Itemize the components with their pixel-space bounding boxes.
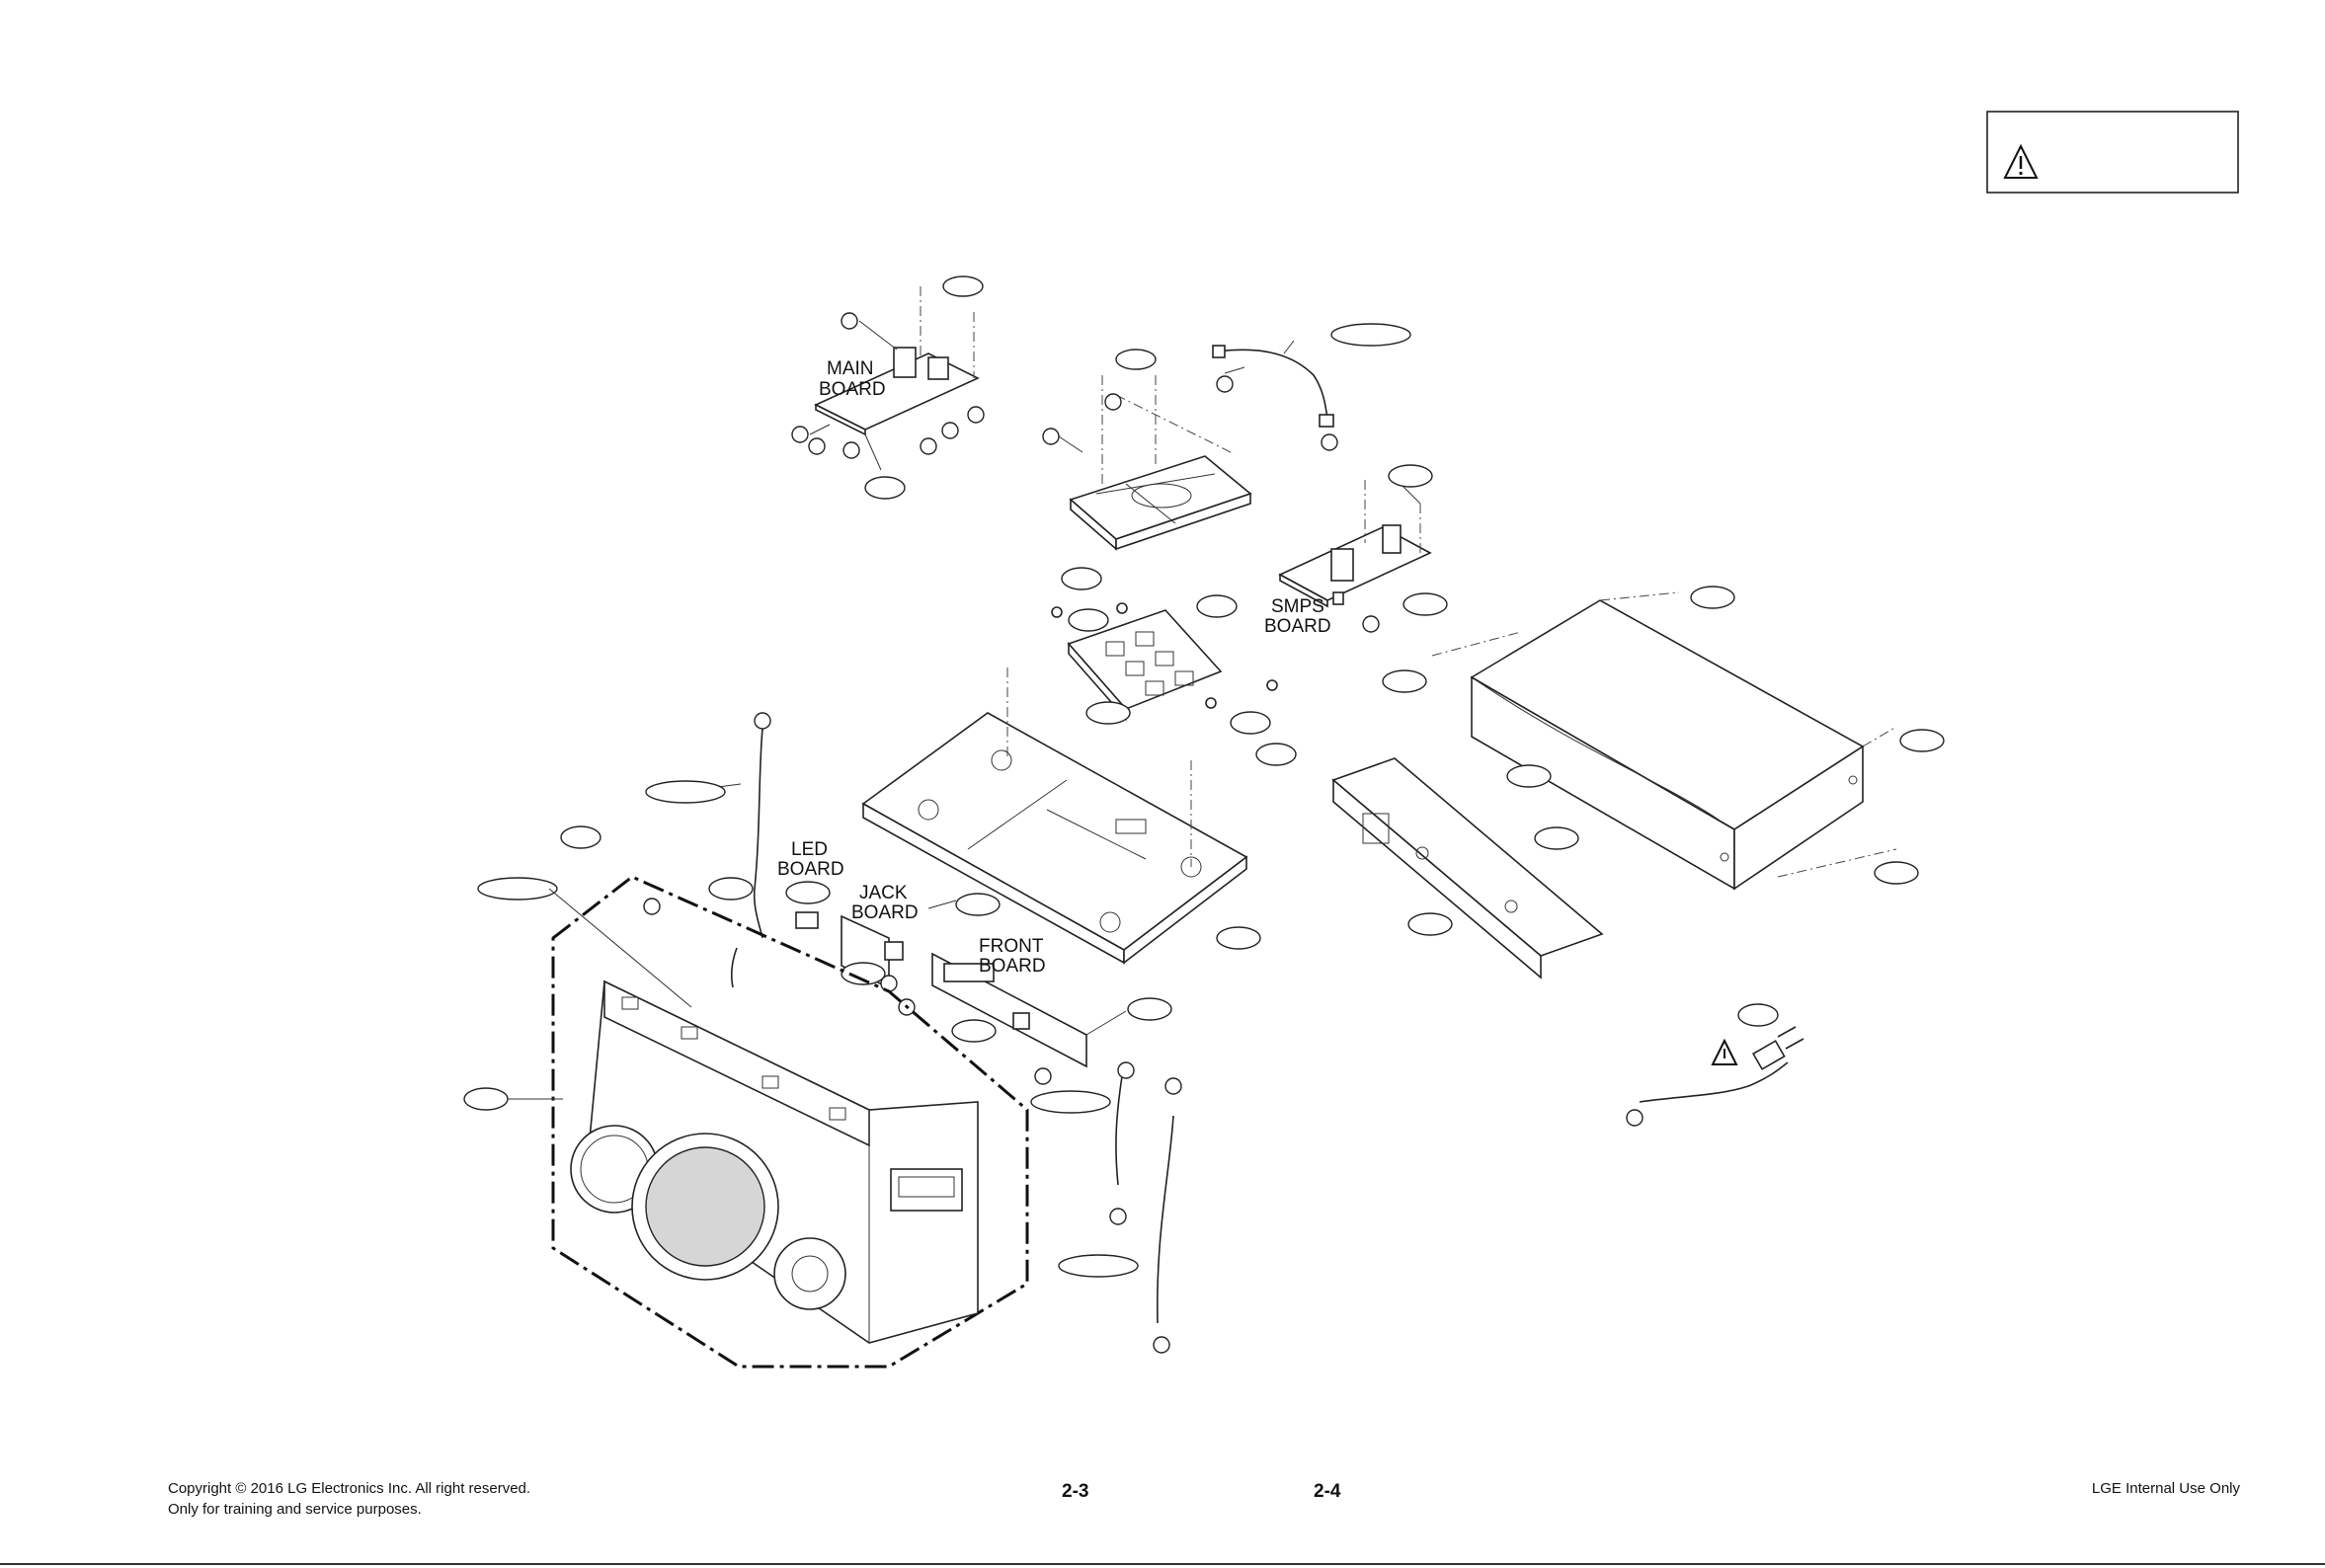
callout-oval — [1086, 702, 1130, 724]
page-number-right: 2-4 — [1314, 1481, 1340, 1503]
callout-oval — [709, 878, 753, 900]
callout-circle — [881, 976, 897, 991]
led-board-part — [796, 912, 818, 928]
callout-oval — [956, 894, 1000, 915]
callout-oval — [478, 878, 557, 900]
callout-circle — [1118, 1062, 1134, 1078]
warning-triangle-icon — [2005, 146, 2037, 178]
smps-board-part — [1280, 476, 1430, 606]
rear-panel-part — [1333, 758, 1602, 978]
callout-circle — [755, 713, 770, 729]
callout-oval — [1535, 827, 1578, 849]
cd-loader-part — [1071, 375, 1250, 549]
callout-circle — [1322, 434, 1337, 450]
smps-board-label-1: SMPS — [1271, 596, 1324, 617]
front-board-label-1: FRONT — [979, 936, 1044, 957]
callout-oval — [1256, 744, 1296, 765]
callout-oval — [943, 276, 983, 296]
callout-circle — [1363, 616, 1379, 632]
smps-board-label-2: BOARD — [1264, 616, 1331, 637]
callout-oval — [1383, 670, 1426, 692]
bottom-divider — [0, 1563, 2325, 1565]
main-board-label-2: BOARD — [819, 379, 886, 400]
training-notice-text: Only for training and service purposes. — [168, 1501, 422, 1518]
page-number-left: 2-3 — [1062, 1481, 1088, 1503]
copyright-text: Copyright © 2016 LG Electronics Inc. All… — [168, 1480, 530, 1497]
callout-oval — [1875, 862, 1918, 884]
callout-circle — [1110, 1209, 1126, 1224]
callout-oval — [952, 1020, 996, 1042]
callout-circle — [921, 438, 936, 454]
led-board-label-2: BOARD — [777, 859, 844, 880]
callout-oval — [1408, 913, 1452, 935]
callout-oval — [1031, 1091, 1110, 1113]
jack-board-label-1: JACK — [859, 883, 908, 903]
chassis-frame-part — [863, 667, 1246, 963]
safety-warning-box — [1987, 112, 2238, 193]
callout-oval — [1900, 730, 1944, 751]
callout-oval — [1231, 712, 1270, 734]
internal-use-label: LGE Internal Use Only — [2092, 1480, 2240, 1497]
callout-oval — [1389, 465, 1432, 487]
front-cabinet-part — [571, 948, 978, 1343]
callout-circle — [842, 313, 857, 329]
callout-circle — [1217, 376, 1233, 392]
callout-oval — [646, 781, 725, 803]
callout-oval — [1197, 595, 1237, 617]
jack-board-label-2: BOARD — [851, 902, 919, 923]
main-board-label-1: MAIN — [827, 358, 874, 379]
callout-oval — [561, 826, 601, 848]
callout-circle — [792, 427, 808, 442]
callout-circle — [809, 438, 825, 454]
callout-oval — [1403, 593, 1447, 615]
callout-circle — [1627, 1110, 1643, 1126]
speaker-cable-part — [1116, 1076, 1173, 1323]
callout-oval — [1059, 1255, 1138, 1277]
callout-oval — [1128, 998, 1171, 1020]
led-board-label-1: LED — [791, 839, 828, 860]
callout-circle — [942, 423, 958, 438]
callout-circle — [644, 899, 660, 914]
callout-circle — [843, 442, 859, 458]
callout-oval — [1069, 609, 1108, 631]
callout-oval — [464, 1088, 508, 1110]
callout-circle — [1035, 1068, 1051, 1084]
front-board-label-2: BOARD — [979, 956, 1046, 977]
callout-oval — [786, 882, 830, 903]
callout-oval — [1116, 350, 1156, 369]
callout-circle — [1043, 429, 1059, 444]
callout-oval — [1691, 587, 1734, 608]
warning-triangle-icon — [1713, 1041, 1736, 1064]
led-cable-part — [695, 729, 762, 938]
callout-oval — [1062, 568, 1101, 589]
callout-oval — [1738, 1004, 1778, 1026]
callout-circle — [1105, 394, 1121, 410]
callout-oval — [1507, 765, 1551, 787]
callout-circle — [968, 407, 984, 423]
callout-circle — [1154, 1337, 1169, 1353]
callout-oval — [1331, 324, 1410, 346]
callout-oval — [865, 477, 905, 499]
top-cover-part — [1432, 592, 1896, 889]
callout-oval — [1217, 927, 1260, 949]
callout-circle — [1165, 1078, 1181, 1094]
